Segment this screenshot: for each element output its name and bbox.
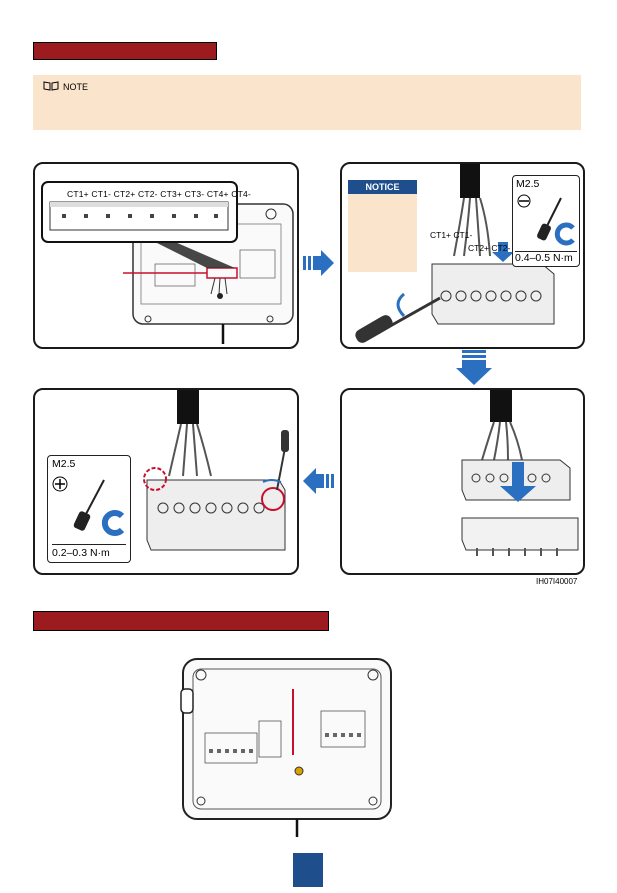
arrow-down-icon bbox=[456, 350, 492, 385]
step2-panel: NOTICE M2.5 0.4–0.5 N·m CT1+ CT1- bbox=[340, 162, 585, 349]
notice-title: NOTICE bbox=[348, 180, 417, 194]
note-label: NOTE bbox=[63, 82, 89, 92]
figure-id: IH07I40007 bbox=[536, 577, 578, 586]
torque-screwdriver-icon bbox=[73, 479, 125, 536]
notice-body bbox=[348, 194, 417, 272]
connector-secure-illustration bbox=[143, 390, 289, 551]
section-heading-bar bbox=[33, 611, 329, 631]
ct-terminal-labels: CT1+ CT1- CT2+ CT2- CT3+ CT3- CT4+ CT4- bbox=[67, 189, 251, 199]
section-heading-bar bbox=[33, 42, 217, 60]
cross-head-screw-icon bbox=[52, 476, 68, 492]
screw-size: M2.5 bbox=[516, 178, 540, 190]
torque-screwdriver-icon bbox=[537, 197, 575, 246]
torque-spec-box: M2.5 0.4–0.5 N·m bbox=[512, 175, 580, 267]
step3-panel bbox=[340, 388, 585, 575]
torque-value: 0.4–0.5 N·m bbox=[515, 251, 577, 264]
connector-insert-illustration bbox=[461, 390, 579, 556]
torque-value: 0.2–0.3 N·m bbox=[52, 544, 126, 559]
arrow-right-icon bbox=[303, 250, 334, 276]
step4-panel: M2.5 0.2–0.3 N·m bbox=[33, 388, 299, 575]
connector-wiring-illustration bbox=[355, 164, 555, 343]
screw-size: M2.5 bbox=[52, 458, 76, 470]
note-header: NOTE bbox=[43, 81, 88, 93]
wire-labels-ct1: CT1+ CT1- bbox=[430, 230, 473, 240]
page-number-box bbox=[293, 853, 323, 887]
step1-panel: CT1+ CT1- CT2+ CT2- CT3+ CT3- CT4+ CT4- bbox=[33, 162, 299, 349]
inverter-wiring-box-illustration bbox=[41, 181, 294, 344]
torque-spec-box: M2.5 0.2–0.3 N·m bbox=[47, 455, 131, 563]
note-box: NOTE bbox=[33, 75, 581, 130]
book-icon bbox=[43, 81, 59, 93]
wire-labels-ct2: CT2+ CT2- bbox=[468, 243, 511, 253]
arrow-left-icon bbox=[303, 468, 334, 494]
flat-head-screw-icon bbox=[517, 194, 531, 208]
inverter-overview-illustration bbox=[180, 658, 392, 837]
